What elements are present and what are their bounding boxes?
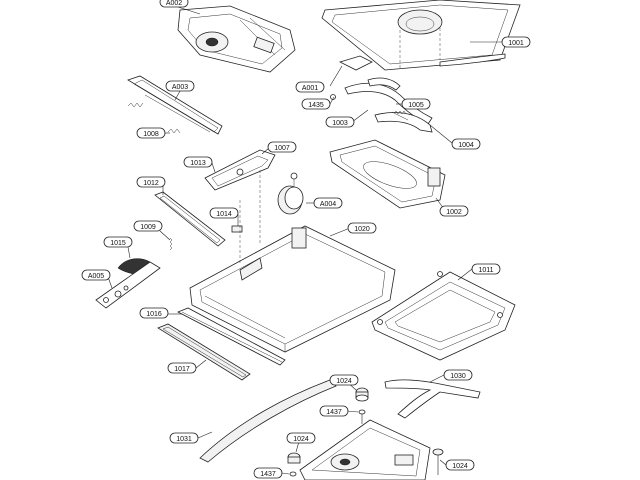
callout-1030-text: 1030 bbox=[450, 373, 466, 380]
callout-1008-text: 1008 bbox=[143, 131, 159, 138]
tray-1002 bbox=[329, 139, 446, 209]
callout-1024-top-text: 1024 bbox=[336, 378, 352, 385]
callout-1007: 1007 bbox=[267, 141, 297, 153]
callout-1437-bottom-text: 1437 bbox=[260, 471, 276, 478]
pickup-unit-a002 bbox=[177, 5, 296, 73]
callout-1015: 1015 bbox=[103, 236, 133, 248]
callout-1017: 1017 bbox=[167, 362, 197, 374]
callout-a002: A002 bbox=[159, 0, 189, 8]
callout-1014: 1014 bbox=[209, 207, 239, 219]
front-board-a005 bbox=[95, 261, 161, 309]
callout-1009-text: 1009 bbox=[140, 224, 156, 231]
callout-1031: 1031 bbox=[169, 432, 199, 444]
callout-1437-top-text: 1437 bbox=[326, 409, 342, 416]
rubber-damper-1024c bbox=[432, 448, 444, 475]
motor-a004 bbox=[277, 172, 304, 215]
rubber-damper-1024b bbox=[287, 452, 301, 464]
callout-1014-text: 1014 bbox=[216, 211, 232, 218]
callout-1004: 1004 bbox=[451, 138, 481, 150]
callout-a003: A003 bbox=[165, 80, 195, 92]
callout-1012-text: 1012 bbox=[143, 180, 159, 187]
callout-1435: 1435 bbox=[301, 98, 331, 110]
callout-1003-text: 1003 bbox=[332, 120, 348, 127]
callout-1437-top: 1437 bbox=[319, 405, 349, 417]
callout-a002-text: A002 bbox=[166, 0, 182, 7]
rubber-damper-1024a bbox=[355, 387, 369, 402]
front-panel-1016 bbox=[177, 307, 286, 366]
callout-1004-text: 1004 bbox=[458, 142, 474, 149]
callout-a003-text: A003 bbox=[172, 84, 188, 91]
bottom-plate-1011 bbox=[371, 271, 516, 361]
flat-cable-1031 bbox=[199, 379, 337, 463]
leader-lines bbox=[107, 6, 502, 475]
gear-bracket-1013 bbox=[204, 149, 276, 191]
screw-1437a bbox=[358, 409, 366, 424]
callout-1015-text: 1015 bbox=[110, 240, 126, 247]
callout-1009: 1009 bbox=[133, 220, 163, 232]
callout-1020: 1020 bbox=[347, 222, 377, 234]
callout-1024-top: 1024 bbox=[329, 374, 359, 386]
callout-1011-text: 1011 bbox=[478, 267, 493, 274]
callout-a004-text: A004 bbox=[320, 201, 336, 208]
spindle-base bbox=[299, 419, 431, 480]
callout-1001-text: 1001 bbox=[508, 40, 524, 47]
screw-1437b bbox=[289, 471, 297, 477]
callout-1016: 1016 bbox=[139, 307, 169, 319]
callout-1016-text: 1016 bbox=[146, 311, 162, 318]
callout-a001: A001 bbox=[295, 81, 325, 93]
callout-a004: A004 bbox=[313, 197, 343, 209]
callout-1011: 1011 bbox=[471, 263, 501, 275]
bracket-a001 bbox=[329, 55, 373, 87]
callout-1005: 1005 bbox=[401, 98, 431, 110]
callout-1017-text: 1017 bbox=[174, 366, 190, 373]
flat-cable-1030 bbox=[384, 379, 481, 419]
rail-a003 bbox=[127, 75, 223, 135]
callout-1003: 1003 bbox=[325, 116, 355, 128]
callout-1020-text: 1020 bbox=[354, 226, 370, 233]
chassis-1020 bbox=[189, 170, 396, 353]
callout-1024-mid-text: 1024 bbox=[293, 436, 309, 443]
callout-1437-bottom: 1437 bbox=[253, 467, 283, 479]
callout-1007-text: 1007 bbox=[274, 145, 290, 152]
callout-1013: 1013 bbox=[183, 156, 213, 168]
callout-1435-text: 1435 bbox=[308, 102, 324, 109]
callout-a005-text: A005 bbox=[88, 273, 104, 280]
lever-1012 bbox=[154, 191, 243, 251]
callout-1013-text: 1013 bbox=[190, 160, 206, 167]
callout-a005: A005 bbox=[81, 269, 111, 281]
top-cover-1001 bbox=[321, 0, 521, 71]
callout-1002: 1002 bbox=[439, 205, 469, 217]
callout-1005-text: 1005 bbox=[408, 102, 424, 109]
callout-1008: 1008 bbox=[136, 127, 166, 139]
callout-1024-right-text: 1024 bbox=[452, 463, 468, 470]
callout-1001: 1001 bbox=[501, 36, 531, 48]
callout-1030: 1030 bbox=[443, 369, 473, 381]
door-1017 bbox=[157, 323, 251, 381]
callout-a001-text: A001 bbox=[302, 85, 318, 92]
callout-1031-text: 1031 bbox=[176, 436, 192, 443]
callout-1024-right: 1024 bbox=[445, 459, 475, 471]
callout-1012: 1012 bbox=[136, 176, 166, 188]
lever-assembly-1003 bbox=[330, 77, 433, 133]
callout-1024-mid: 1024 bbox=[286, 432, 316, 444]
callout-1002-text: 1002 bbox=[446, 209, 462, 216]
